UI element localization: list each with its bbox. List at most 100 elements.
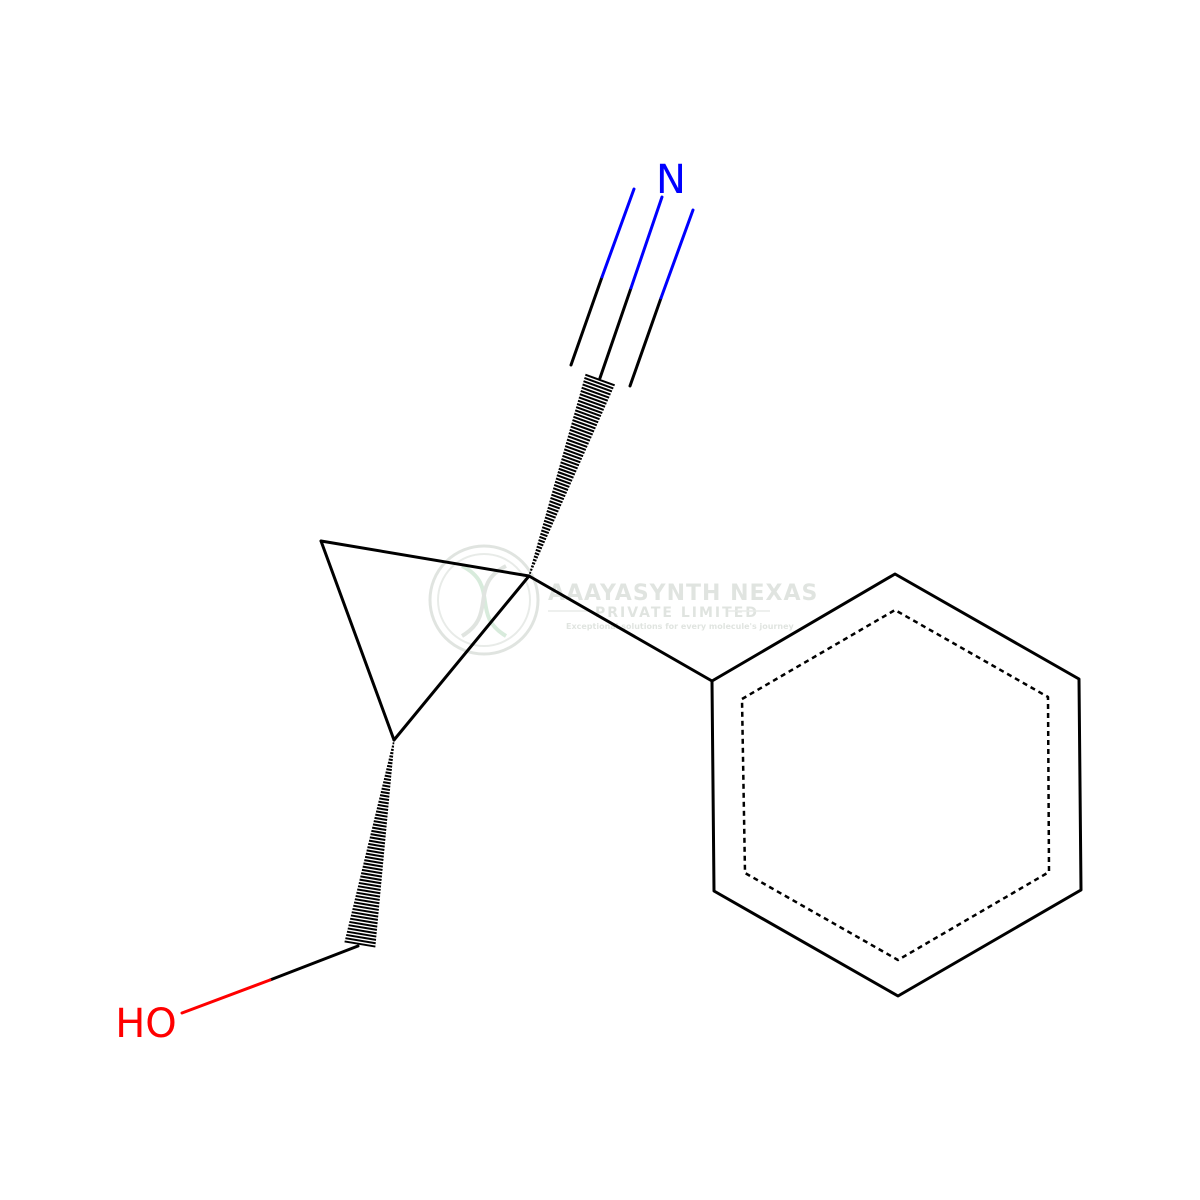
watermark-company: AAAYASYNTH NEXAS bbox=[548, 581, 818, 606]
wedge-hash-line bbox=[389, 755, 394, 758]
wedge-hash-line bbox=[575, 406, 602, 418]
wedge-hash-line bbox=[529, 571, 532, 575]
wedge-hash-line bbox=[582, 383, 611, 396]
wedge-hash-line bbox=[580, 389, 609, 402]
wedge-hash-line bbox=[547, 506, 559, 513]
wedge-hash-line bbox=[379, 794, 390, 798]
triple-bond-1-black bbox=[598, 286, 633, 380]
wedge-hash-line bbox=[346, 933, 377, 941]
wedge-hash-line bbox=[534, 552, 540, 556]
wedge-hash-line bbox=[380, 790, 390, 795]
wedge-hash-line bbox=[349, 917, 378, 925]
wedge-hash-line bbox=[351, 911, 379, 918]
wedge-hash-line bbox=[352, 907, 379, 915]
wedge-hash-line bbox=[577, 399, 605, 411]
wedge-hash-line bbox=[555, 477, 572, 485]
watermark: AAAYASYNTH NEXAS PRIVATE LIMITED Excepti… bbox=[428, 544, 818, 656]
wedge-hash-line bbox=[546, 509, 558, 516]
wedge-hash-line bbox=[387, 761, 393, 765]
wedge-hash-line bbox=[557, 471, 574, 479]
watermark-logo-helix-b bbox=[460, 564, 507, 638]
benzene-ring bbox=[710, 572, 1083, 998]
wedge-hash-line bbox=[549, 500, 562, 507]
wedge-hash-line bbox=[548, 503, 561, 510]
wedge-hash-line bbox=[563, 448, 584, 458]
cyclopropane-ring bbox=[319, 539, 531, 742]
wedge-hash-line bbox=[377, 803, 389, 808]
wedge-hash-line bbox=[556, 474, 573, 482]
wedge-hash-line bbox=[357, 888, 381, 895]
wedge-hash-line bbox=[359, 878, 382, 885]
wedge-hash-line bbox=[375, 810, 388, 815]
wedge-hash-line bbox=[347, 927, 377, 935]
wedge-hash-line bbox=[542, 522, 552, 528]
wedge-hash-line bbox=[568, 432, 591, 442]
wedge-hash-line bbox=[388, 758, 393, 762]
wedge-hash-line bbox=[564, 445, 585, 454]
wedge-hash-line bbox=[530, 565, 535, 568]
wedge-hash-line bbox=[364, 855, 384, 861]
triple-bond-3-blue bbox=[659, 208, 695, 300]
triple-bond-2-blue bbox=[600, 187, 636, 279]
wedge-hash-line bbox=[560, 461, 578, 470]
wedge-hash-line bbox=[571, 422, 595, 433]
wedge-hash-line bbox=[381, 787, 391, 792]
wedge-hash-line bbox=[353, 904, 379, 911]
wedge-hash-line bbox=[578, 396, 606, 408]
hashed-wedge-nitrile bbox=[528, 373, 616, 578]
wedge-hash-line bbox=[558, 467, 576, 476]
wedge-hash-line bbox=[366, 849, 385, 855]
wedge-hash-line bbox=[362, 865, 383, 871]
wedge-hash-line bbox=[538, 539, 546, 544]
wedge-hash-line bbox=[379, 797, 390, 802]
wedge-hash-line bbox=[378, 800, 389, 805]
wedge-hash-line bbox=[358, 881, 382, 888]
wedge-hash-line bbox=[361, 868, 383, 875]
wedge-hash-line bbox=[569, 428, 592, 439]
wedge-hash-line bbox=[531, 561, 536, 565]
triple-bond-2-black bbox=[569, 275, 604, 367]
wedge-hash-line bbox=[552, 487, 567, 495]
wedge-hash-line bbox=[368, 839, 386, 845]
wedge-hash-line bbox=[554, 480, 570, 488]
ring-bond-left bbox=[319, 539, 396, 742]
ring-bond-top bbox=[319, 539, 531, 578]
wedge-hash-line bbox=[375, 813, 388, 818]
wedge-hash-line bbox=[365, 852, 384, 858]
triple-bond-1-blue bbox=[629, 195, 664, 290]
wedge-hash-line bbox=[368, 842, 385, 848]
wedge-hash-line bbox=[543, 519, 554, 525]
wedge-hash-line bbox=[579, 393, 607, 405]
wedge-hash-line bbox=[565, 441, 587, 451]
wedge-hash-line bbox=[541, 526, 551, 531]
wedge-hash-line bbox=[348, 924, 378, 931]
wedge-hash-line bbox=[363, 862, 383, 868]
watermark-subtitle: PRIVATE LIMITED bbox=[595, 605, 759, 621]
wedge-hash-line bbox=[566, 438, 588, 448]
wedge-hash-line bbox=[540, 532, 548, 538]
wedge-hash-line bbox=[357, 885, 381, 891]
wedge-hash-line bbox=[383, 777, 392, 782]
wedge-hash-line bbox=[384, 774, 392, 778]
atom-label-hydroxyl: HO bbox=[115, 1001, 177, 1047]
co-bond-red bbox=[180, 978, 272, 1015]
wedge-hash-line bbox=[355, 894, 380, 901]
wedge-hash-line bbox=[344, 940, 376, 948]
wedge-hash-line bbox=[364, 859, 384, 865]
wedge-hash-line bbox=[354, 898, 380, 905]
wedge-hash-line bbox=[360, 875, 382, 881]
wedge-hash-line bbox=[559, 464, 577, 473]
wedge-hash-line bbox=[567, 435, 589, 445]
wedge-hash-line bbox=[383, 781, 391, 785]
wedge-hash-line bbox=[537, 542, 544, 547]
wedge-hash-line bbox=[539, 535, 547, 541]
watermark-tagline: Exceptional solutions for every molecule… bbox=[566, 622, 795, 631]
wedge-hash-line bbox=[386, 764, 393, 768]
wedge-hash-line bbox=[573, 412, 599, 424]
wedge-hash-line bbox=[533, 555, 539, 559]
wedge-hash-line bbox=[350, 914, 379, 921]
wedge-hash-line bbox=[360, 872, 383, 878]
wedge-hash-line bbox=[349, 920, 378, 928]
watermark-logo-inner-ring bbox=[437, 553, 531, 647]
wedge-hash-line bbox=[561, 458, 580, 467]
